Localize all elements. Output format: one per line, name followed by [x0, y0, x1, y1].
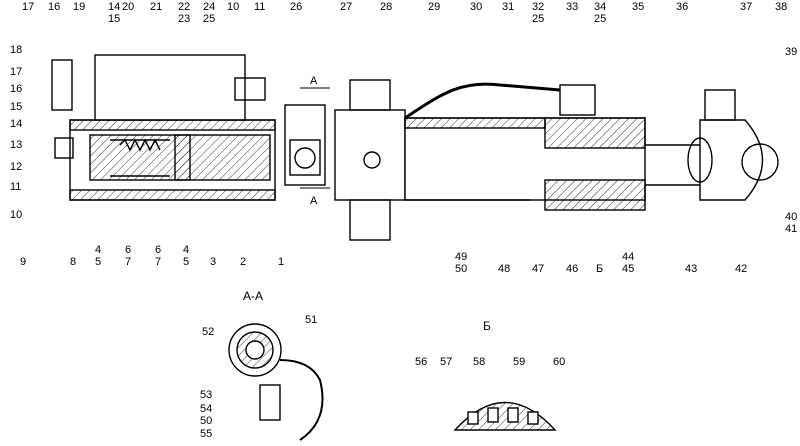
section-b-title: Б: [483, 319, 491, 333]
callout-label: 2: [240, 256, 246, 268]
section-letter-markers: А А: [310, 75, 318, 207]
callout-label: 20: [122, 1, 134, 13]
callout-label: 10: [10, 209, 22, 221]
callout-label: 56: [415, 356, 427, 368]
callout-label: 18: [10, 44, 22, 56]
callout-label: 14: [10, 118, 22, 130]
section-aa-title: А-А: [243, 289, 263, 303]
callout-label: 33: [566, 1, 578, 13]
callout-label: 29: [428, 1, 440, 13]
callout-label: 47: [532, 263, 544, 275]
callout-label: 23: [178, 13, 190, 25]
callout-label: 55: [200, 428, 212, 440]
callout-label: 13: [10, 139, 22, 151]
callout-label: 41: [785, 223, 797, 235]
section-markers: [300, 87, 330, 189]
callout-label: 15: [108, 13, 120, 25]
callout-label: Б: [596, 263, 603, 275]
callout-label: 32: [532, 1, 544, 13]
callout-label: 15: [10, 101, 22, 113]
callout-label: 52: [202, 326, 214, 338]
section-mark: А: [310, 75, 318, 87]
callout-label: 34: [594, 1, 606, 13]
callout-label: 8: [70, 256, 76, 268]
callout-label: 57: [440, 356, 452, 368]
section-aa: [228, 323, 324, 441]
callout-label: 45: [622, 263, 634, 275]
callout-label: 27: [340, 1, 352, 13]
callout-label: 48: [498, 263, 510, 275]
callout-label: 30: [470, 1, 482, 13]
section-b: [453, 401, 557, 431]
callout-label: 37: [740, 1, 752, 13]
callout-label: 46: [566, 263, 578, 275]
callout-label: 28: [380, 1, 392, 13]
callout-label: 4: [183, 244, 189, 256]
section-mark: А: [310, 195, 318, 207]
callout-label: 43: [685, 263, 697, 275]
callout-label: 17: [22, 1, 34, 13]
bottom-callouts: 8 4 5 6 7 6 7 4 5 3 2 1: [70, 244, 284, 268]
callout-label: 50: [455, 263, 467, 275]
callout-label: 11: [10, 181, 21, 193]
callout-label: 39: [785, 46, 797, 58]
misc-callouts: 14 15: [108, 1, 120, 25]
callout-label: 12: [10, 161, 22, 173]
callout-label: 25: [594, 13, 606, 25]
callout-label: 31: [502, 1, 514, 13]
top-callouts: 17 16 19 20 21 22 23 24 25 10 11 26 27 2…: [22, 1, 787, 25]
callout-label: 9: [20, 256, 26, 268]
callout-label: 59: [513, 356, 525, 368]
callout-label: 24: [203, 1, 215, 13]
callout-label: 14: [108, 1, 120, 13]
callout-label: 54: [200, 403, 212, 415]
callout-label: 16: [10, 83, 22, 95]
callout-label: 26: [290, 1, 302, 13]
callout-label: 25: [532, 13, 544, 25]
callout-label: 6: [125, 244, 131, 256]
callout-label: 51: [305, 314, 317, 326]
callout-label: 17: [10, 66, 22, 78]
callout-label: 38: [775, 1, 787, 13]
rod-eye: [687, 89, 779, 201]
callout-label: 58: [473, 356, 485, 368]
callout-label: 60: [553, 356, 565, 368]
callout-label: 53: [200, 389, 212, 401]
callout-label: 25: [203, 13, 215, 25]
callout-label: 3: [210, 256, 216, 268]
callout-label: 36: [676, 1, 688, 13]
section-aa-labels: А-А 52 51 53 54 50 55: [200, 289, 317, 440]
callout-label: 4: [95, 244, 101, 256]
callout-label: 5: [183, 256, 189, 268]
callout-label: 49: [455, 251, 467, 263]
callout-label: 40: [785, 211, 797, 223]
callout-label: 21: [150, 1, 162, 13]
cylinder-body-left: [51, 54, 276, 201]
callout-label: 19: [73, 1, 85, 13]
trunnion-block: [284, 79, 406, 241]
cylinder-tube-right: [404, 82, 700, 211]
callout-label: 16: [48, 1, 60, 13]
callout-label: 1: [278, 256, 284, 268]
callout-label: 50: [200, 415, 212, 427]
callout-label: 5: [95, 256, 101, 268]
section-b-labels: Б 56 57 58 59 60: [415, 319, 565, 368]
callout-label: 11: [254, 1, 265, 13]
callout-label: 7: [125, 256, 131, 268]
callout-label: 35: [632, 1, 644, 13]
callout-label: 44: [622, 251, 634, 263]
left-callouts: 18 17 16 15 14 13 12 11 10 9: [10, 44, 26, 268]
callout-label: 6: [155, 244, 161, 256]
callout-label: 7: [155, 256, 161, 268]
callout-label: 42: [735, 263, 747, 275]
callout-label: 10: [227, 1, 239, 13]
callout-label: 22: [178, 1, 190, 13]
right-callouts: 39 40 41 42 43 44 45 46 47 48 49 50 Б: [455, 46, 797, 275]
